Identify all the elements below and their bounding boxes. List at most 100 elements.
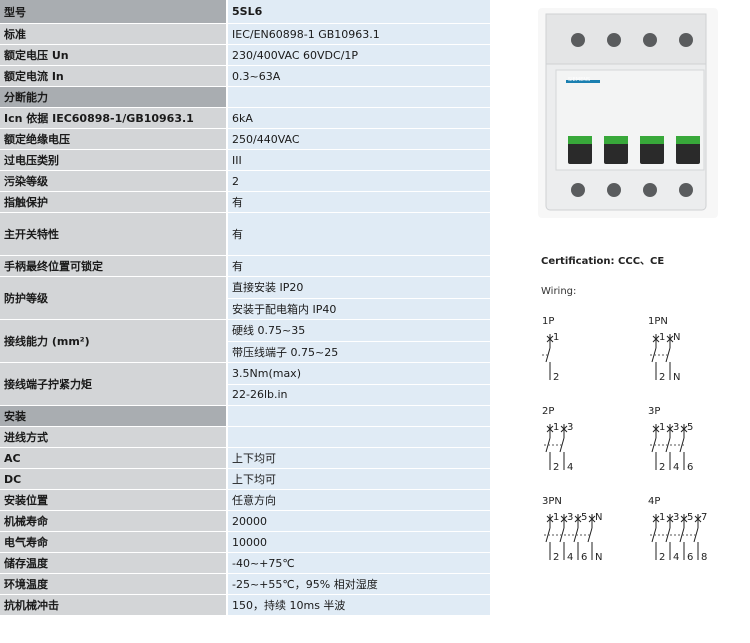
spec-value: 2 [228,171,490,192]
wiring-diagram-title: 1P [542,316,554,327]
product-image: SIEMENS [538,8,718,218]
spec-label: 进线方式 [0,427,228,448]
spec-row: 主开关特性有 [0,213,490,256]
terminal-top-label: 3 [673,512,679,523]
spec-row: 进线方式 [0,427,490,448]
spec-value: 安装于配电箱内 IP40 [228,298,490,320]
terminal-bottom-label: 4 [673,462,679,473]
trip-mark [560,425,568,433]
terminal-bottom-label: 4 [567,552,573,563]
spec-label: 型号 [0,0,228,24]
terminal-bottom-label: 4 [567,462,573,473]
certification-text: Certification: CCC、CE [541,256,665,267]
spec-label: 安装位置 [0,490,228,511]
spec-row: 安装位置任意方向 [0,490,490,511]
terminal-top-label: 3 [673,422,679,433]
spec-label: 额定电流 In [0,66,228,87]
spec-value: 20000 [228,511,490,532]
spec-label: 标准 [0,24,228,45]
spec-label: 手柄最终位置可锁定 [0,256,228,277]
spec-label: 额定电压 Un [0,45,228,66]
spec-label: 过电压类别 [0,150,228,171]
terminal-bottom-label: 2 [659,462,665,473]
spec-label: 指触保护 [0,192,228,213]
spec-value: III [228,150,490,171]
trip-mark [574,515,582,523]
spec-value: 230/400VAC 60VDC/1P [228,45,490,66]
terminal-top-label: 7 [701,512,707,523]
trip-mark [546,515,554,523]
trip-mark [588,515,596,523]
spec-label: DC [0,469,228,490]
trip-mark [666,425,674,433]
terminal-top-label: 1 [553,512,559,523]
spec-value: 22-26lb.in [228,384,490,406]
wiring-diagrams: 1P121PN12NN2P12343P1234563PN123456NN4P12… [542,316,707,563]
terminal-bottom-label: 2 [553,372,559,383]
terminal-top-label: 1 [659,332,665,343]
spec-value: -40~+75℃ [228,553,490,574]
spec-label: 接线能力 (mm²) [0,320,228,363]
spec-value: 有 [228,192,490,213]
terminal-bottom-label: 4 [673,552,679,563]
spec-value: 上下均可 [228,448,490,469]
spec-value: 上下均可 [228,469,490,490]
spec-value: 10000 [228,532,490,553]
spec-label: 环境温度 [0,574,228,595]
spec-label: 接线端子拧紧力矩 [0,363,228,406]
trip-mark [694,515,702,523]
spec-label: 抗机械冲击 [0,595,228,616]
wiring-label: Wiring: [541,286,577,297]
spec-value [228,406,490,427]
spec-value: -25~+55℃，95% 相对湿度 [228,574,490,595]
wiring-diagram-title: 3PN [542,496,562,507]
spec-row: 指触保护有 [0,192,490,213]
spec-value [228,427,490,448]
trip-mark [680,425,688,433]
spec-value: 带压线端子 0.75~25 [228,341,490,363]
spec-row: 储存温度-40~+75℃ [0,553,490,574]
spec-value: 6kA [228,108,490,129]
trip-mark [546,425,554,433]
spec-label: AC [0,448,228,469]
spec-label: 主开关特性 [0,213,228,256]
spec-row: 手柄最终位置可锁定有 [0,256,490,277]
spec-value [228,87,490,108]
terminal-top-label: 5 [581,512,587,523]
terminal-top-label: 1 [553,422,559,433]
spec-value: 有 [228,256,490,277]
terminal-bottom-label: N [673,372,680,383]
trip-mark [652,425,660,433]
spec-value: IEC/EN60898-1 GB10963.1 [228,24,490,45]
terminal-top-label: 1 [659,422,665,433]
spec-value: 250/440VAC [228,129,490,150]
trip-mark [560,515,568,523]
spec-label: 额定绝缘电压 [0,129,228,150]
trip-mark [652,335,660,343]
terminal-top-label: 1 [553,332,559,343]
wiring-diagram-title: 4P [648,496,660,507]
trip-mark [666,515,674,523]
spec-value: 有 [228,213,490,256]
terminal-bottom-label: 2 [659,552,665,563]
terminal-bottom-label: 6 [687,552,693,563]
terminal-top-label: N [595,512,602,523]
brand-text: SIEMENS [568,77,590,83]
terminal-top-label: 3 [567,512,573,523]
spec-label: 防护等级 [0,277,228,320]
terminal-bottom-label: N [595,552,602,563]
trip-mark [680,515,688,523]
